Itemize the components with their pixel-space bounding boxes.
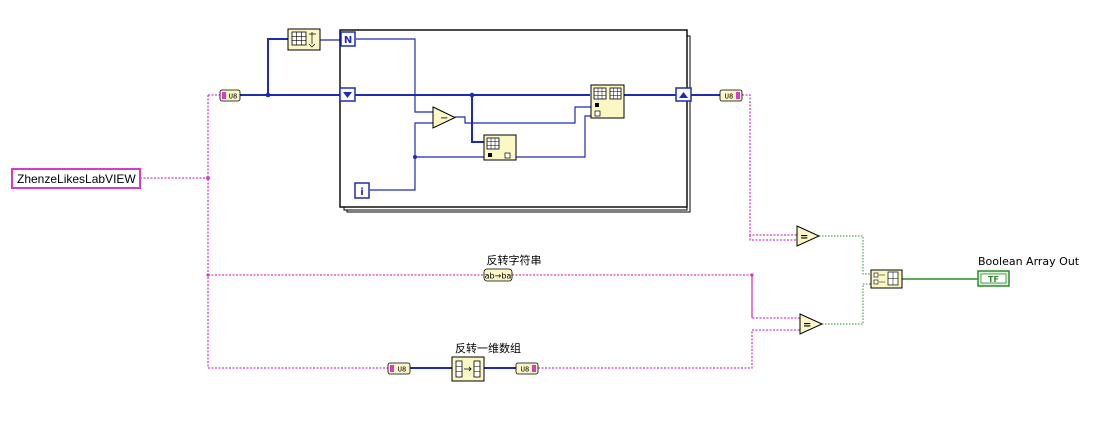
subtract-symbol: − xyxy=(440,113,448,124)
bool-wire-top xyxy=(819,235,871,275)
for-loop-structure[interactable] xyxy=(339,29,691,213)
u8-label-bottom-in: U8 xyxy=(398,366,406,374)
u8-label-bottom-out: U8 xyxy=(521,366,529,374)
byte-array-to-string-bottom-icon[interactable]: U8 xyxy=(515,362,539,375)
reverse-array-label: 反转一维数组 xyxy=(455,341,521,355)
subtract-function-icon[interactable]: − xyxy=(432,106,457,129)
string-wire-bottom-out xyxy=(538,329,802,369)
string-constant[interactable]: ZhenzeLikesLabVIEW xyxy=(11,168,141,189)
bool-indicator-label: Boolean Array Out xyxy=(978,255,1080,268)
equal-symbol-bottom: = xyxy=(803,320,811,331)
string-wire-top-out2 xyxy=(749,235,797,241)
reverse-string-glyph: ab→ba xyxy=(485,272,512,281)
u8-label-top-out: U8 xyxy=(725,93,733,101)
u8-label-top-in: U8 xyxy=(229,93,237,101)
string-wire-top-out xyxy=(742,94,797,236)
bool-wire-bottom xyxy=(822,283,871,325)
string-junction-dot xyxy=(206,176,210,180)
boolean-array-indicator[interactable]: TF xyxy=(977,270,1010,287)
array-size-icon[interactable] xyxy=(287,28,321,51)
string-junction-dot-2 xyxy=(206,273,210,277)
reverse-string-icon[interactable]: ab→ba xyxy=(483,268,513,282)
string-junction-dot-3 xyxy=(750,273,754,277)
loop-iteration-terminal[interactable]: i xyxy=(354,182,370,199)
equal-function-bottom-icon[interactable]: = xyxy=(799,313,824,335)
index-array-icon[interactable] xyxy=(483,134,517,161)
build-array-icon[interactable] xyxy=(870,269,903,289)
string-wires xyxy=(140,94,802,369)
reverse-array-icon[interactable] xyxy=(451,356,485,382)
reverse-string-label: 反转字符串 xyxy=(487,253,542,267)
string-to-byte-array-bottom-icon[interactable]: U8 xyxy=(387,362,411,375)
string-wire-reverse-out xyxy=(512,274,802,319)
bool-terminal-label: TF xyxy=(988,275,999,284)
loop-count-label: N xyxy=(344,35,352,46)
loop-iteration-label: i xyxy=(360,187,363,198)
boolean-wires xyxy=(819,235,978,325)
string-constant-value: ZhenzeLikesLabVIEW xyxy=(17,172,136,186)
array-junction-dot xyxy=(265,92,271,98)
array-wire-to-size xyxy=(267,38,288,95)
byte-array-to-string-icon[interactable]: U8 xyxy=(719,89,743,102)
equal-function-icon[interactable]: = xyxy=(796,225,821,247)
loop-count-terminal[interactable]: N xyxy=(340,31,356,47)
shift-register-right-icon[interactable] xyxy=(675,87,692,102)
equal-symbol-top: = xyxy=(800,232,808,243)
loop-frame xyxy=(339,29,688,208)
string-to-byte-array-icon[interactable]: U8 xyxy=(219,89,241,102)
replace-array-subset-icon[interactable] xyxy=(590,84,625,119)
shift-register-icon[interactable] xyxy=(339,87,356,102)
